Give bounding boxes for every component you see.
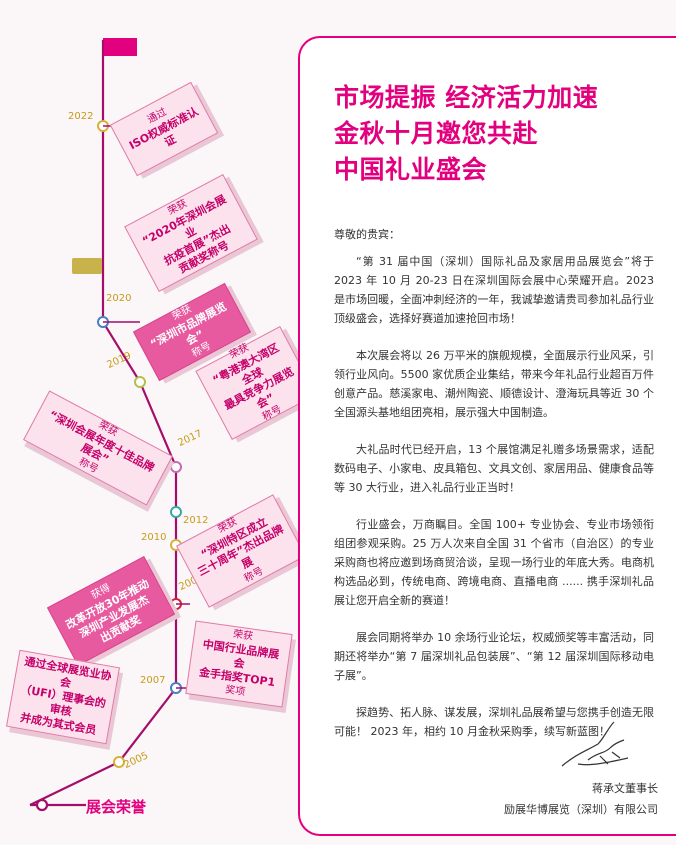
signatory-company: 励展华博展览（深圳）有限公司	[504, 803, 658, 816]
node-honor	[35, 798, 49, 812]
node-2012	[170, 506, 182, 518]
invitation-letter: 市场提振 经济活力加速 金秋十月邀您共赴 中国礼业盛会 尊敬的贵宾： “第 31…	[298, 36, 676, 836]
signatory-title: 蒋承文董事长	[592, 782, 658, 795]
salutation: 尊敬的贵宾：	[334, 228, 400, 241]
paragraph: 本次展会将以 26 万平米的旗舰规模，全面展示行业风采，引领行业风向。5500 …	[334, 349, 654, 419]
headline: 市场提振 经济活力加速 金秋十月邀您共赴 中国礼业盛会	[334, 80, 664, 188]
year-2022: 2022	[68, 111, 94, 122]
paragraph: “第 31 届中国（深圳）国际礼品及家居用品展览会”将于 2023 年 10 月…	[334, 255, 654, 325]
node-2019	[134, 376, 146, 388]
year-2020: 2020	[106, 293, 132, 304]
handwritten-signature	[561, 721, 629, 767]
letter-body: “第 31 届中国（深圳）国际礼品及家居用品展览会”将于 2023 年 10 月…	[334, 252, 654, 759]
top-flag	[103, 38, 137, 56]
paragraph: 探趋势、拓人脉、谋发展，深圳礼品展希望与您携手创造无限可能！ 2023 年，相约…	[334, 706, 654, 738]
ribbon-tab	[72, 258, 102, 274]
node-2017	[170, 461, 182, 473]
headline-line-2: 金秋十月邀您共赴	[334, 119, 539, 148]
year-2010: 2010	[141, 532, 167, 543]
paragraph: 展会同期将举办 10 余场行业论坛，权威颁奖等丰富活动，同期还将举办“第 7 届…	[334, 631, 654, 682]
year-2012: 2012	[183, 515, 209, 526]
timeline-graphic	[29, 38, 190, 812]
paragraph: 大礼品时代已经开启，13 个展馆满足礼赠多场景需求，适配数码电子、小家电、皮具箱…	[334, 443, 654, 494]
honor-card-2007: 荣获 中国行业品牌展会 金手指奖TOP1 奖项	[185, 620, 293, 708]
headline-line-1: 市场提振 经济活力加速	[334, 83, 599, 112]
year-2007: 2007	[140, 675, 166, 686]
headline-line-3: 中国礼业盛会	[334, 155, 488, 184]
paragraph: 行业盛会，万商瞩目。全国 100+ 专业协会、专业市场领衔组团参观采购。25 万…	[334, 518, 654, 607]
section-title-honor: 展会荣誉	[86, 798, 147, 816]
node-2005	[113, 756, 125, 768]
